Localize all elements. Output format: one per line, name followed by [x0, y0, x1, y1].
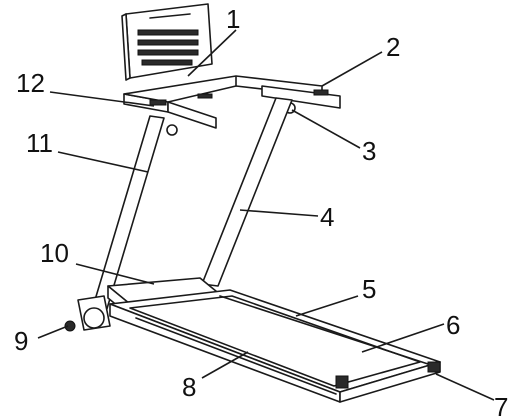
callout-1: 1 — [226, 4, 240, 34]
roller-wheel — [64, 295, 111, 332]
callout-4: 4 — [320, 202, 334, 232]
callout-7: 7 — [494, 392, 508, 419]
callout-11: 11 — [26, 128, 53, 158]
callout-9: 9 — [14, 326, 28, 356]
console-display — [121, 3, 213, 81]
callout-10: 10 — [40, 238, 69, 268]
callout-2: 2 — [386, 32, 400, 62]
callout-12: 12 — [16, 68, 45, 98]
callout-3: 3 — [362, 136, 376, 166]
treadmill-deck — [109, 289, 441, 403]
handlebar-frame — [123, 75, 341, 129]
callout-5: 5 — [362, 274, 376, 304]
upright-right — [201, 97, 293, 287]
callout-6: 6 — [446, 310, 460, 340]
callout-8: 8 — [182, 372, 196, 402]
